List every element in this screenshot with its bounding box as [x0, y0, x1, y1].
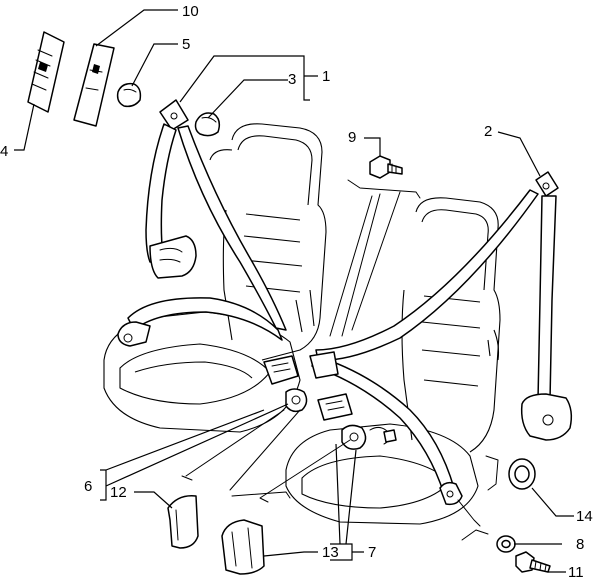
left-seat	[103, 123, 327, 433]
label-6: 6	[84, 478, 92, 495]
part-10-cover-plate	[73, 43, 115, 127]
part-8-spacer	[496, 535, 516, 553]
label-7: 7	[368, 544, 376, 561]
part-9-bolt	[369, 155, 403, 179]
right-belt-assembly	[309, 171, 573, 506]
leader-lines	[14, 9, 574, 573]
label-3: 3	[288, 71, 296, 88]
label-5: 5	[182, 36, 190, 53]
part-13-trim-cover	[221, 519, 265, 575]
label-13: 13	[322, 544, 339, 561]
label-14: 14	[576, 508, 593, 525]
label-8: 8	[576, 536, 584, 553]
part-12-trim-cover	[167, 495, 199, 549]
label-10: 10	[182, 3, 199, 20]
left-belt-assembly	[117, 99, 308, 413]
part-4-guide-plate	[27, 31, 65, 113]
part-14-grommet	[508, 458, 536, 490]
part-11-bolt	[515, 551, 551, 573]
label-1: 1	[322, 68, 330, 85]
label-2: 2	[484, 123, 492, 140]
assembly-guide-lines	[181, 179, 499, 541]
label-4: 4	[0, 143, 8, 160]
label-9: 9	[348, 129, 356, 146]
part-number-labels: 10 5 1 3 4 9 2 6 12 13 7 14 8 11	[0, 3, 593, 578]
label-11: 11	[568, 564, 584, 578]
part-5-cap	[116, 82, 142, 108]
label-12: 12	[110, 484, 127, 501]
part-3-cap	[194, 112, 221, 137]
